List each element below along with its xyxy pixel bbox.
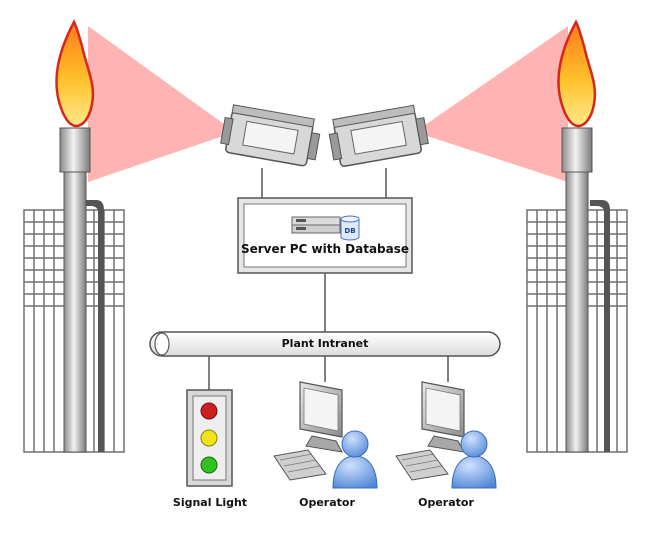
monitor-icon [299, 381, 343, 453]
flare-stack-icon [526, 19, 628, 453]
database-icon [340, 215, 360, 241]
traffic-light-icon [186, 389, 233, 487]
user-icon [451, 430, 497, 489]
keyboard-icon [395, 449, 449, 481]
left-camera-beam [88, 26, 235, 182]
user-icon [332, 430, 378, 489]
connection-lines [208, 168, 449, 390]
server-icon [291, 216, 341, 234]
red-lamp [200, 402, 218, 420]
db-badge: DB [344, 227, 355, 235]
intranet-label: Plant Intranet [281, 337, 369, 350]
thermal-camera-icon [220, 104, 321, 167]
yellow-lamp [200, 429, 218, 447]
intranet-bus [149, 331, 501, 357]
keyboard-icon [273, 449, 327, 481]
green-lamp [200, 456, 218, 474]
monitor-icon [421, 381, 465, 453]
operator-workstation-2 [395, 381, 497, 489]
operator-label: Operator [418, 496, 474, 509]
thermal-camera-icon [328, 104, 429, 167]
server-box [237, 197, 413, 274]
server-label: Server PC with Database [240, 242, 410, 256]
flare-stack-icon [23, 19, 125, 453]
operator-label: Operator [299, 496, 355, 509]
operator-workstation-1 [273, 381, 378, 489]
signal-light-label: Signal Light [172, 496, 248, 509]
right-camera-beam [415, 26, 568, 182]
